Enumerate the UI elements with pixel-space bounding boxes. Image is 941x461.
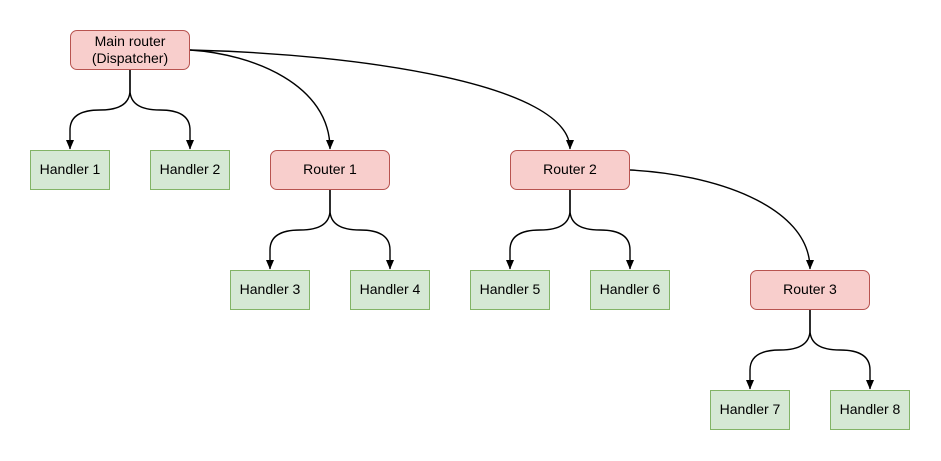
node-label: Handler 6 — [599, 281, 661, 298]
node-label: Handler 4 — [359, 281, 421, 298]
node-h4: Handler 4 — [350, 270, 430, 310]
node-label: Handler 5 — [479, 281, 541, 298]
node-r1: Router 1 — [270, 150, 390, 190]
node-label: Handler 3 — [239, 281, 301, 298]
node-h3: Handler 3 — [230, 270, 310, 310]
node-label: Router 2 — [543, 161, 597, 178]
edge-r3-h7 — [746, 310, 811, 390]
edge-main-h1 — [66, 70, 131, 150]
node-h1: Handler 1 — [30, 150, 110, 190]
node-label: Router 3 — [783, 281, 837, 298]
edge-main-r2 — [189, 49, 574, 150]
node-label: Handler 1 — [39, 161, 101, 178]
node-h7: Handler 7 — [710, 390, 790, 430]
edge-r2-h5 — [506, 190, 571, 270]
node-label: Router 1 — [303, 161, 357, 178]
edge-r2-r3 — [629, 169, 814, 270]
node-main: Main router (Dispatcher) — [70, 30, 190, 70]
edge-r1-h3 — [266, 190, 331, 270]
node-h2: Handler 2 — [150, 150, 230, 190]
node-label: Handler 8 — [839, 401, 901, 418]
edge-r1-h4 — [329, 190, 394, 270]
node-label: Main router (Dispatcher) — [91, 32, 169, 67]
node-r2: Router 2 — [510, 150, 630, 190]
node-h6: Handler 6 — [590, 270, 670, 310]
edge-r3-h8 — [809, 310, 874, 390]
edge-r2-h6 — [569, 190, 634, 270]
edge-main-h2 — [129, 70, 194, 150]
node-label: Handler 2 — [159, 161, 221, 178]
node-h8: Handler 8 — [830, 390, 910, 430]
node-h5: Handler 5 — [470, 270, 550, 310]
node-r3: Router 3 — [750, 270, 870, 310]
node-label: Handler 7 — [719, 401, 781, 418]
edge-main-r1 — [189, 49, 334, 150]
